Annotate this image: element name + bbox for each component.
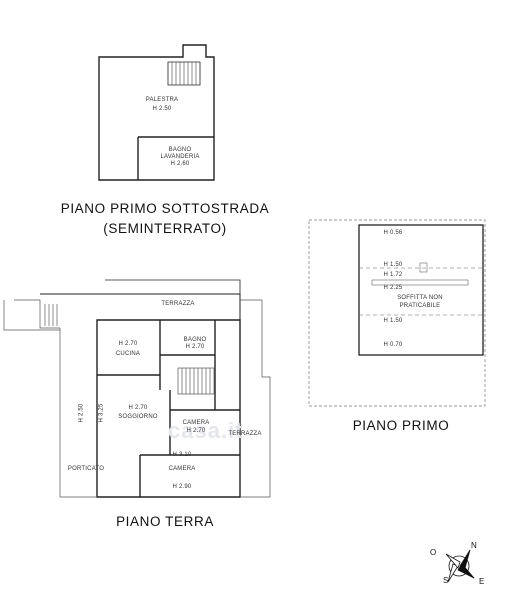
label-h225: H 2.25	[383, 285, 403, 291]
label-soggiorno: SOGGIORNO	[118, 414, 158, 420]
label-lavanderia-height: H 2.60	[170, 161, 190, 167]
label-terrazza-top: TERRAZZA	[161, 301, 195, 307]
label-soffitta-2: PRATICABILE	[399, 303, 441, 309]
watermark: casa.it	[168, 418, 244, 443]
label-bagno-height: H 2.70	[185, 344, 205, 350]
compass-o: O	[430, 548, 437, 557]
first-floor-outline	[308, 219, 486, 407]
basement-stairs	[171, 62, 197, 85]
basement-walls	[98, 44, 215, 181]
label-cucina-height: H 2.70	[118, 341, 138, 347]
label-bagno-ground: BAGNO	[183, 337, 207, 343]
title-ground-floor: PIANO TERRA	[116, 514, 214, 529]
label-h150b: H 1.50	[383, 318, 403, 324]
label-soggiorno-height: H 2.70	[128, 405, 148, 411]
label-lavanderia: LAVANDERIA	[160, 154, 200, 160]
compass-n: N	[471, 541, 477, 550]
compass-rose-icon	[445, 549, 475, 583]
label-h150a: H 1.50	[383, 262, 403, 268]
label-camera2-h1: H 3.10	[172, 452, 192, 458]
first-floor-lines	[359, 262, 483, 316]
label-h070: H 0.70	[383, 342, 403, 348]
label-porticato: PORTICATO	[67, 466, 105, 472]
title-basement-line1: PIANO PRIMO SOTTOSTRADA	[60, 201, 270, 216]
label-terrazza-right: TERRAZZA	[228, 431, 262, 437]
ground-floor-walls	[40, 279, 241, 498]
label-bagno-basement: BAGNO	[168, 147, 192, 153]
label-palestra-height: H 2.50	[152, 106, 172, 112]
label-soffitta-1: SOFFITTA NON	[397, 295, 443, 301]
label-h172: H 1.72	[383, 272, 403, 278]
title-basement-line2: (SEMINTERRATO)	[103, 221, 227, 236]
title-first-floor: PIANO PRIMO	[352, 418, 450, 433]
first-floor-walls	[358, 224, 484, 356]
label-camera2: CAMERA	[168, 466, 196, 472]
ground-floor-outline	[3, 299, 271, 498]
compass-e: E	[479, 577, 485, 586]
label-cucina: CUCINA	[115, 351, 141, 357]
label-palestra: PALESTRA	[145, 97, 179, 103]
label-side-h2: H 3.25	[98, 403, 105, 423]
label-side-h1: H 2.50	[78, 403, 85, 423]
ground-floor-stairs	[44, 304, 211, 394]
label-camera1: CAMERA	[182, 420, 210, 426]
compass-s: S	[443, 576, 449, 585]
label-h056: H 0.56	[383, 230, 403, 236]
label-camera1-height: H 2.70	[186, 428, 206, 434]
label-camera2-h2: H 2.90	[172, 484, 192, 490]
